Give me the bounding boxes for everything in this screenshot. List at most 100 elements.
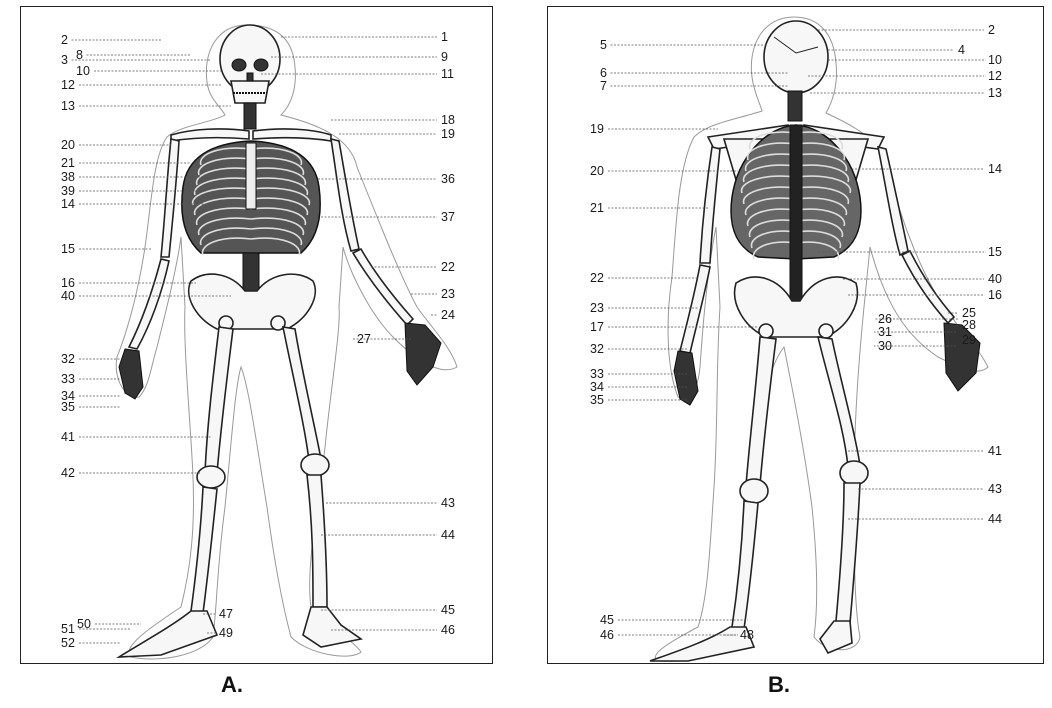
humerus-left-a — [161, 139, 179, 257]
label-30: 30 — [878, 339, 892, 353]
label-41: 41 — [988, 444, 1002, 458]
label-4: 4 — [958, 43, 965, 57]
cervical-spine-a — [244, 103, 256, 129]
label-1: 1 — [441, 30, 448, 44]
label-34: 34 — [590, 380, 604, 394]
label-10: 10 — [988, 53, 1002, 67]
vertebral-column-b — [790, 125, 802, 325]
label-16: 16 — [988, 288, 1002, 302]
label-20: 20 — [590, 164, 604, 178]
label-16: 16 — [61, 276, 75, 290]
label-19: 19 — [441, 127, 455, 141]
clavicle-left-a — [171, 129, 249, 141]
skeleton-anterior-diagram: 2831012132021383914151640323334354142505… — [21, 7, 494, 665]
label-40: 40 — [988, 272, 1002, 286]
knee-right-b — [840, 461, 868, 485]
patella-right-a — [301, 454, 329, 476]
label-12: 12 — [61, 78, 75, 92]
label-13: 13 — [988, 86, 1002, 100]
label-17: 17 — [590, 320, 604, 334]
label-27: 27 — [357, 332, 371, 346]
label-47: 47 — [219, 607, 233, 621]
clavicle-right-a — [253, 129, 331, 141]
forearm-right-b — [902, 251, 954, 323]
label-19: 19 — [590, 122, 604, 136]
label-40: 40 — [61, 289, 75, 303]
foot-right-b — [820, 621, 852, 653]
label-43: 43 — [441, 496, 455, 510]
label-23: 23 — [441, 287, 455, 301]
hand-left-a — [119, 349, 143, 399]
hand-right-a — [405, 323, 441, 385]
femur-left-b — [746, 337, 776, 485]
label-15: 15 — [988, 245, 1002, 259]
label-48: 48 — [740, 628, 754, 642]
knee-left-b — [740, 479, 768, 503]
label-9: 9 — [441, 50, 448, 64]
label-32: 32 — [61, 352, 75, 366]
label-44: 44 — [988, 512, 1002, 526]
label-20: 20 — [61, 138, 75, 152]
lumbar-spine-a — [243, 253, 259, 293]
label-49: 49 — [219, 626, 233, 640]
label-26: 26 — [878, 312, 892, 326]
cervical-spine-b — [788, 91, 802, 121]
tibia-left-b — [732, 501, 758, 629]
label-31: 31 — [878, 325, 892, 339]
label-45: 45 — [600, 613, 614, 627]
label-2: 2 — [988, 23, 995, 37]
nasal-a — [247, 73, 253, 81]
label-28: 28 — [962, 318, 976, 332]
label-46: 46 — [600, 628, 614, 642]
foot-left-a — [119, 611, 217, 657]
label-15: 15 — [61, 242, 75, 256]
label-21: 21 — [590, 201, 604, 215]
forearm-left-b — [680, 265, 710, 353]
label-10: 10 — [76, 64, 90, 78]
label-24: 24 — [441, 308, 455, 322]
label-12: 12 — [988, 69, 1002, 83]
femur-left-a — [205, 327, 233, 473]
label-3: 3 — [61, 53, 68, 67]
label-33: 33 — [61, 372, 75, 386]
left-orbit-a — [232, 59, 246, 71]
femur-right-a — [283, 327, 321, 461]
label-14: 14 — [61, 197, 75, 211]
foot-left-b — [650, 627, 754, 661]
label-45: 45 — [441, 603, 455, 617]
caption-b: B. — [768, 672, 790, 698]
label-11: 11 — [441, 67, 454, 81]
label-35: 35 — [61, 400, 75, 414]
label-41: 41 — [61, 430, 75, 444]
label-14: 14 — [988, 162, 1002, 176]
label-2: 2 — [61, 33, 68, 47]
skeleton-posterior-diagram: 5671920212223173233343545462410121314154… — [548, 7, 1045, 665]
label-21: 21 — [61, 156, 75, 170]
label-5: 5 — [600, 38, 607, 52]
label-44: 44 — [441, 528, 455, 542]
label-33: 33 — [590, 367, 604, 381]
label-18: 18 — [441, 113, 455, 127]
forearm-right-a — [353, 249, 413, 325]
label-36: 36 — [441, 172, 455, 186]
tibia-left-a — [191, 487, 217, 613]
femur-right-b — [818, 337, 860, 467]
label-38: 38 — [61, 170, 75, 184]
label-39: 39 — [61, 184, 75, 198]
label-13: 13 — [61, 99, 75, 113]
label-6: 6 — [600, 66, 607, 80]
label-46: 46 — [441, 623, 455, 637]
right-orbit-a — [254, 59, 268, 71]
label-37: 37 — [441, 210, 455, 224]
label-51: 51 — [61, 622, 75, 636]
patella-left-a — [197, 466, 225, 488]
label-23: 23 — [590, 301, 604, 315]
label-22: 22 — [590, 271, 604, 285]
humerus-right-b — [878, 147, 908, 255]
label-43: 43 — [988, 482, 1002, 496]
sternum-a — [246, 143, 256, 209]
label-35: 35 — [590, 393, 604, 407]
femoral-head-right-b — [819, 324, 833, 338]
